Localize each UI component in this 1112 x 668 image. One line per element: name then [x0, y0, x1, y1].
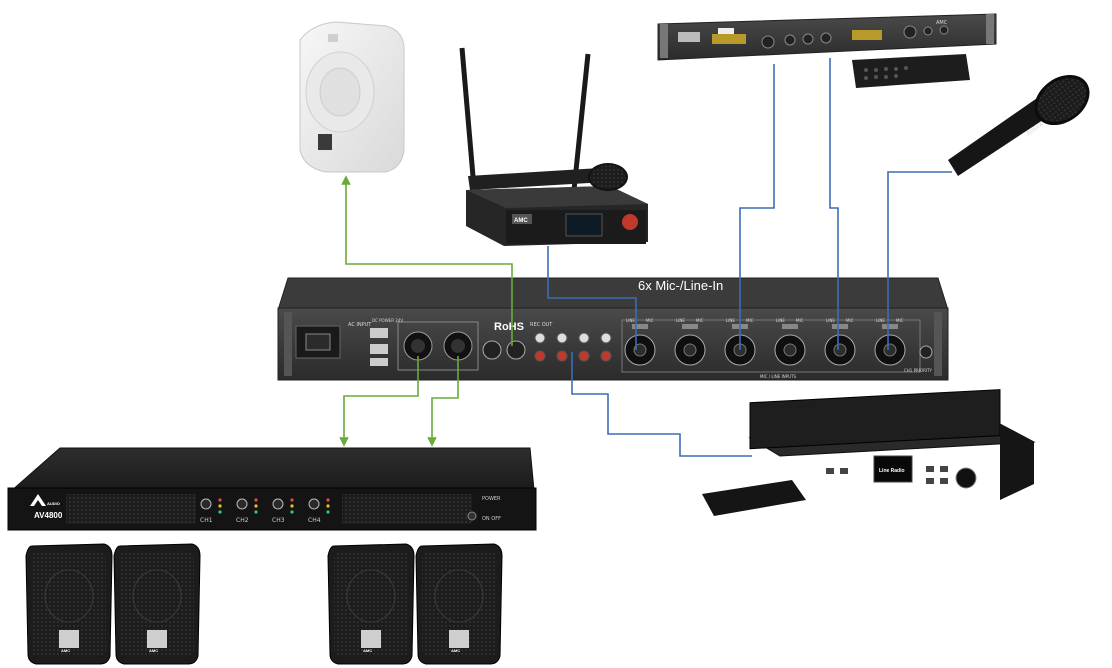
amp-on-off-label: ON OFF	[482, 516, 501, 522]
speaker-logo-badge	[318, 134, 332, 150]
handheld-microphone: AUDIX	[948, 74, 1090, 176]
amp-channel-1: CH1	[200, 498, 222, 524]
cable-to-amp-in-1	[339, 356, 419, 447]
rec-out-label: REC OUT	[530, 322, 553, 328]
combo-input-5: LINE MIC	[824, 318, 856, 366]
radio-display	[873, 455, 913, 483]
power-amplifier-av4800: AUDIO AV4800 CH1 CH2 CH3 CH4 POWER ON OFF	[7, 447, 537, 531]
combo-mic-label: MIC	[646, 318, 654, 323]
combo-line-label: LINE	[876, 318, 885, 323]
mixer-amplifier-rear: AC INPUT DC POWER 24V RoHS REC OUT LINE M…	[277, 277, 949, 381]
cable-mic-to-in6	[887, 171, 952, 350]
ch1-priority-label: CH1 PRIORITY	[904, 368, 933, 373]
speaker-badge: AMC	[61, 648, 70, 653]
combo-input-1: LINE MIC	[624, 318, 656, 366]
black-speaker-2: AMC	[113, 543, 201, 665]
cable-wireless-to-in1	[547, 246, 637, 350]
amp-channels: CH1 CH2 CH3 CH4	[200, 498, 330, 524]
cable-to-amp-in-2	[427, 356, 459, 447]
wall-speaker-white	[299, 21, 405, 173]
amp-channel-label: CH1	[200, 517, 213, 524]
antenna-right	[571, 53, 591, 191]
amp-model: AV4800	[34, 511, 63, 520]
combo-mic-label: MIC	[846, 318, 854, 323]
combo-line-label: LINE	[826, 318, 835, 323]
combo-line-label: LINE	[726, 318, 735, 323]
antenna-left	[459, 47, 477, 189]
combo-input-6: LINE MIC	[874, 318, 906, 366]
mic-line-inputs-label: MIC / LINE INPUTS	[760, 374, 796, 379]
amp-power-switch	[467, 511, 477, 521]
ac-input-label: AC INPUT	[348, 322, 372, 328]
combo-line-label: LINE	[626, 318, 635, 323]
speaker-badge: AMC	[363, 648, 372, 653]
combo-mic-label: MIC	[696, 318, 704, 323]
cables-green	[339, 175, 513, 447]
receiver-badge: AMC	[514, 218, 528, 224]
speaker-badge: AMC	[149, 648, 158, 653]
combo-input-4: LINE MIC	[774, 318, 806, 366]
amp-channel-label: CH4	[308, 517, 321, 524]
network-radio-tuner: Line Radio AMC	[702, 389, 1036, 516]
black-speaker-1: AMC	[25, 543, 113, 665]
amp-channel-label: CH2	[236, 517, 249, 524]
combo-mic-label: MIC	[896, 318, 904, 323]
radio-screen-text: Line Radio	[879, 468, 905, 474]
cable-player-to-in3	[739, 64, 775, 350]
dc-power-label: DC POWER 24V	[372, 318, 403, 323]
mic-line-in-label: 6x Mic-/Line-In	[638, 278, 723, 293]
black-speaker-4: AMC	[415, 543, 503, 665]
amp-channel-2: CH2	[236, 498, 258, 524]
radio-remote	[702, 480, 806, 516]
cable-rca-to-radio	[571, 352, 752, 457]
amp-channel-label: CH3	[272, 517, 285, 524]
black-speakers: AMC AMC AMC AMC	[25, 543, 503, 665]
rack-media-player: AMC	[657, 13, 997, 88]
amp-channel-4: CH4	[308, 498, 330, 524]
combo-mic-label: MIC	[746, 318, 754, 323]
handheld-mic-body	[468, 168, 606, 190]
combo-line-label: LINE	[776, 318, 785, 323]
speaker-badge: AMC	[451, 648, 460, 653]
cables-blue	[547, 58, 952, 457]
wireless-mic-receiver: AMC	[459, 47, 648, 246]
player-badge: AMC	[936, 20, 948, 26]
amp-power-label: POWER	[482, 496, 501, 502]
rohs-label: RoHS	[494, 321, 524, 333]
amp-brand-sub: AUDIO	[47, 501, 60, 506]
cable-to-wall-speaker	[341, 175, 513, 346]
player-remote	[852, 54, 970, 88]
radio-brand: AMC	[786, 460, 800, 466]
combo-line-label: LINE	[676, 318, 685, 323]
rca-connectors	[534, 332, 612, 362]
cable-player-to-in5	[829, 58, 839, 350]
black-speaker-3: AMC	[327, 543, 415, 665]
amp-channel-3: CH3	[272, 498, 294, 524]
combo-input-2: LINE MIC	[674, 318, 706, 366]
combo-mic-label: MIC	[796, 318, 804, 323]
radio-volume-knob	[955, 467, 977, 489]
